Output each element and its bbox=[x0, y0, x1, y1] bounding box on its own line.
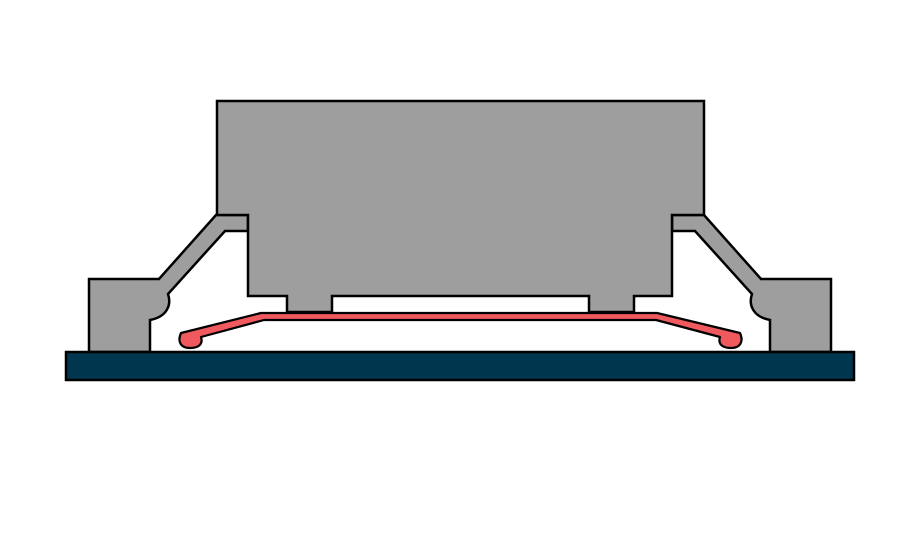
base-board bbox=[64, 350, 856, 382]
housing-body bbox=[215, 99, 706, 314]
spring-contact bbox=[178, 311, 743, 350]
